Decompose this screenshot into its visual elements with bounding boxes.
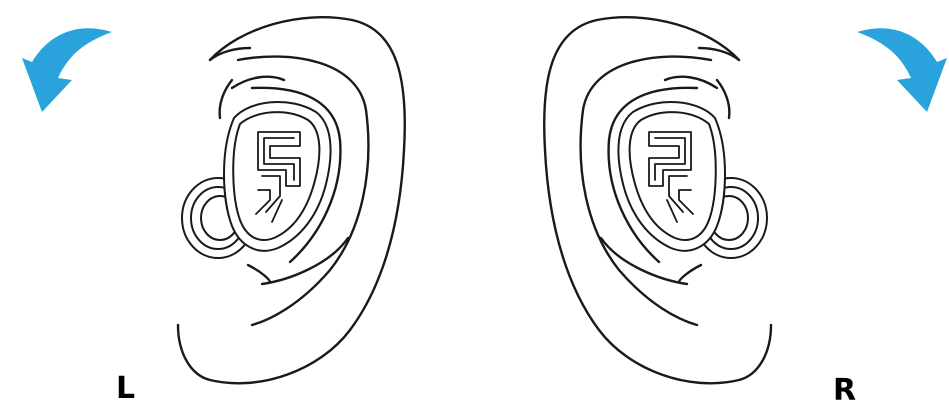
- earbud-icon: [618, 102, 767, 258]
- left-side-label: L: [116, 374, 135, 404]
- rotate-arrow-icon: [22, 28, 112, 112]
- earbud-icon: [182, 102, 331, 258]
- right-side-label: R: [833, 376, 856, 406]
- right-ear-panel: R: [474, 0, 949, 408]
- rotate-arrow-icon: [857, 28, 947, 112]
- right-ear-illustration: [474, 0, 949, 408]
- left-ear-panel: L: [0, 0, 474, 408]
- left-ear-illustration: [0, 0, 474, 408]
